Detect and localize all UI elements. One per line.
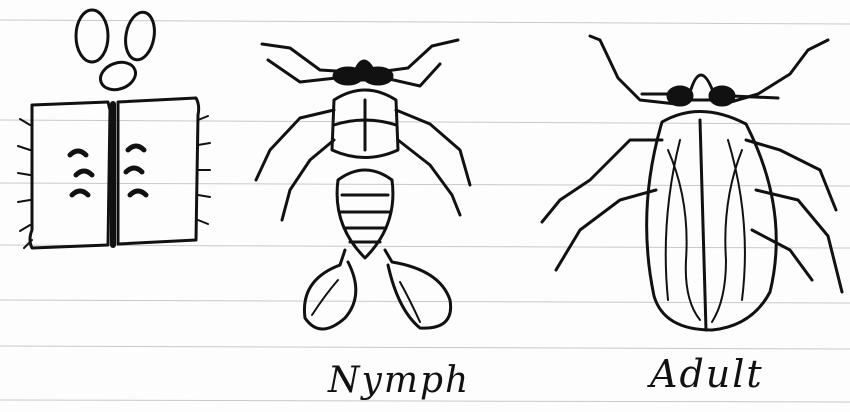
insect-adult-drawing	[542, 36, 842, 330]
egg-shape	[122, 10, 158, 62]
egg-shape	[97, 58, 140, 95]
nymph-label: Nymph	[328, 360, 470, 401]
adult-label: Adult	[650, 352, 764, 396]
egg-shape	[76, 10, 108, 62]
ruled-lines	[0, 20, 850, 402]
egg-cluster-drawing	[18, 10, 210, 248]
